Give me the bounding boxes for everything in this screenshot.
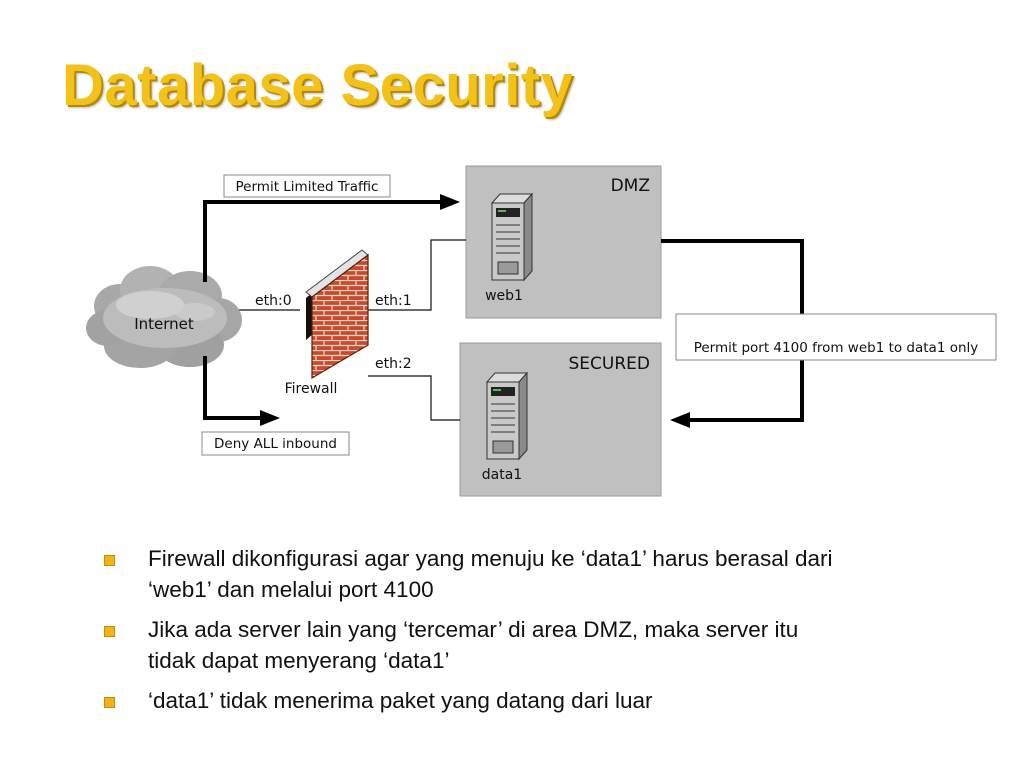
network-diagram: DMZ web1 SECURED	[86, 165, 997, 497]
bullet-item: Firewall dikonfigurasi agar yang menuju …	[104, 543, 1019, 605]
permit-limited-callout: Permit Limited Traffic	[223, 174, 391, 198]
permit-arrow	[203, 194, 460, 282]
data1-label: data1	[482, 467, 522, 483]
dmz-label: DMZ	[611, 176, 650, 196]
internet-cloud-icon	[86, 266, 242, 368]
bullet-square-icon	[104, 697, 115, 708]
web1-server-icon	[490, 192, 534, 282]
firewall-icon	[305, 249, 369, 380]
bullet-item: ‘data1’ tidak menerima paket yang datang…	[104, 685, 1019, 716]
eth2-link-line	[368, 375, 460, 421]
bullet-list: Firewall dikonfigurasi agar yang menuju …	[104, 543, 1019, 725]
permit-limited-text: Permit Limited Traffic	[236, 179, 379, 195]
bullet-square-icon	[104, 626, 115, 637]
secured-label: SECURED	[569, 354, 651, 374]
eth2-label: eth:2	[375, 356, 412, 372]
slide-title: Database Security	[62, 53, 574, 118]
deny-inbound-text: Deny ALL inbound	[214, 436, 337, 452]
permit-port-text: Permit port 4100 from web1 to data1 only	[694, 340, 979, 356]
bullet-text: ‘data1’ tidak menerima paket yang datang…	[148, 688, 653, 713]
bullet-text: Jika ada server lain yang ‘tercemar’ di …	[148, 617, 799, 673]
internet-label: Internet	[134, 315, 194, 333]
web1-label: web1	[485, 288, 523, 304]
permit-port-callout: Permit port 4100 from web1 to data1 only	[675, 313, 997, 361]
bullet-text: Firewall dikonfigurasi agar yang menuju …	[148, 546, 833, 602]
deny-inbound-callout: Deny ALL inbound	[201, 431, 350, 456]
data1-server-icon	[485, 371, 529, 461]
dmz-zone: DMZ web1	[465, 165, 662, 319]
bullet-item: Jika ada server lain yang ‘tercemar’ di …	[104, 614, 1019, 676]
eth0-label: eth:0	[255, 293, 292, 309]
eth1-link-line	[368, 239, 466, 311]
deny-arrow	[203, 356, 280, 426]
firewall-label: Firewall	[285, 381, 338, 397]
bullet-square-icon	[104, 555, 115, 566]
eth1-label: eth:1	[375, 293, 412, 309]
secured-zone: SECURED data1	[459, 342, 662, 497]
